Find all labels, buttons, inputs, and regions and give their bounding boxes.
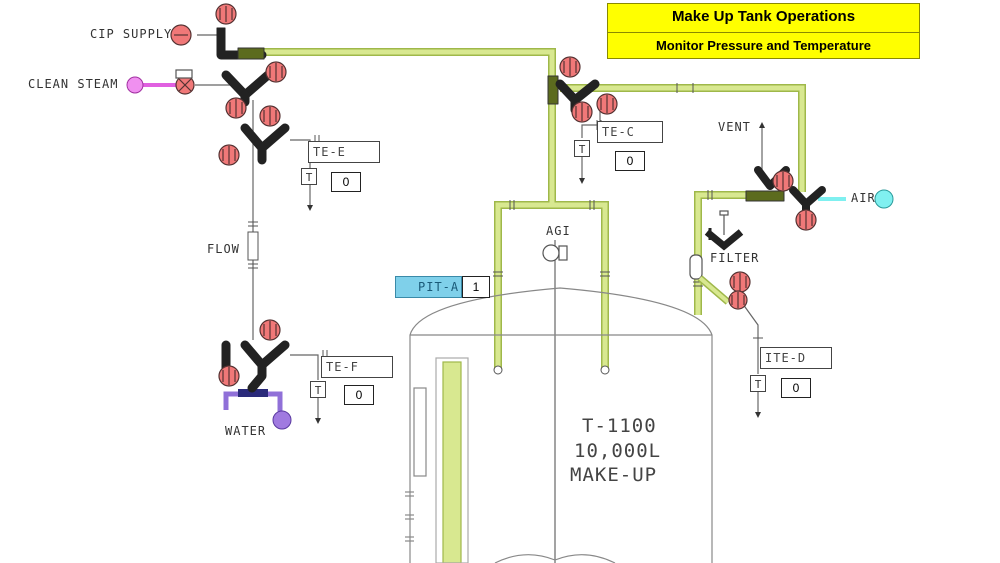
cip-supply-label: CIP SUPPLY bbox=[90, 27, 173, 41]
water-line bbox=[223, 389, 292, 430]
header-banner: Make Up Tank Operations Monitor Pressure… bbox=[607, 3, 920, 59]
valve-actuator-icon bbox=[218, 144, 240, 166]
valve-actuator-icon bbox=[596, 93, 618, 115]
te-e-type: T bbox=[301, 168, 317, 185]
valve-actuator-icon bbox=[259, 105, 281, 127]
tank-t1100 bbox=[405, 287, 713, 563]
valve-actuator-icon bbox=[559, 56, 581, 78]
filter-icon bbox=[689, 210, 729, 280]
ite-d-value[interactable]: 0 bbox=[781, 378, 811, 398]
valve-actuator-icon bbox=[728, 290, 748, 310]
ite-d-tag: ITE-D bbox=[760, 347, 832, 369]
ite-d-type: T bbox=[750, 375, 766, 392]
valve-actuator-icon bbox=[772, 170, 794, 192]
page-subtitle: Monitor Pressure and Temperature bbox=[655, 38, 872, 53]
steam-line bbox=[126, 76, 176, 94]
line-arrows bbox=[307, 122, 765, 424]
te-f-tag: TE-F bbox=[321, 356, 393, 378]
valve-actuator-icon bbox=[170, 24, 192, 46]
agitator-icon bbox=[542, 244, 568, 262]
clean-steam-label: CLEAN STEAM bbox=[28, 77, 119, 91]
flow-meter bbox=[247, 231, 259, 261]
valve-actuator-icon bbox=[175, 75, 195, 95]
valve-actuator-icon bbox=[215, 3, 237, 25]
air-line bbox=[818, 189, 894, 209]
tank-capacity: 10,000L bbox=[574, 440, 662, 462]
valve-actuator-icon bbox=[265, 61, 287, 83]
pit-a-value[interactable]: 1 bbox=[462, 276, 490, 298]
te-f-type: T bbox=[310, 381, 326, 398]
valve-bodies bbox=[216, 27, 826, 393]
valve-actuator-icon bbox=[729, 271, 751, 293]
filter-valve bbox=[704, 228, 744, 251]
header-divider bbox=[608, 32, 919, 33]
te-f-value[interactable]: 0 bbox=[344, 385, 374, 405]
valve-actuator-icon bbox=[795, 209, 817, 231]
te-e-tag: TE-E bbox=[308, 141, 380, 163]
valve-actuator-icon bbox=[571, 101, 593, 123]
air-label: AIR bbox=[851, 191, 876, 205]
valve-actuators bbox=[170, 3, 817, 387]
vent-label: VENT bbox=[718, 120, 751, 134]
valve-actuator-icon bbox=[218, 365, 240, 387]
te-c-type: T bbox=[574, 140, 590, 157]
tank-id: T-1100 bbox=[582, 415, 657, 437]
process-lines bbox=[262, 48, 806, 375]
pit-a-tag: PIT-A bbox=[395, 276, 462, 298]
te-c-tag: TE-C bbox=[597, 121, 663, 143]
valve-actuator-icon bbox=[225, 97, 247, 119]
agitator-label: AGI bbox=[546, 224, 571, 238]
filter-label: FILTER bbox=[710, 251, 760, 265]
valve-actuator-icon bbox=[259, 319, 281, 341]
flow-label: FLOW bbox=[207, 242, 240, 256]
page-title: Make Up Tank Operations bbox=[671, 8, 856, 25]
tank-description: MAKE-UP bbox=[570, 464, 658, 486]
te-e-value[interactable]: 0 bbox=[331, 172, 361, 192]
te-c-value[interactable]: 0 bbox=[615, 151, 645, 171]
water-label: WATER bbox=[225, 424, 267, 438]
